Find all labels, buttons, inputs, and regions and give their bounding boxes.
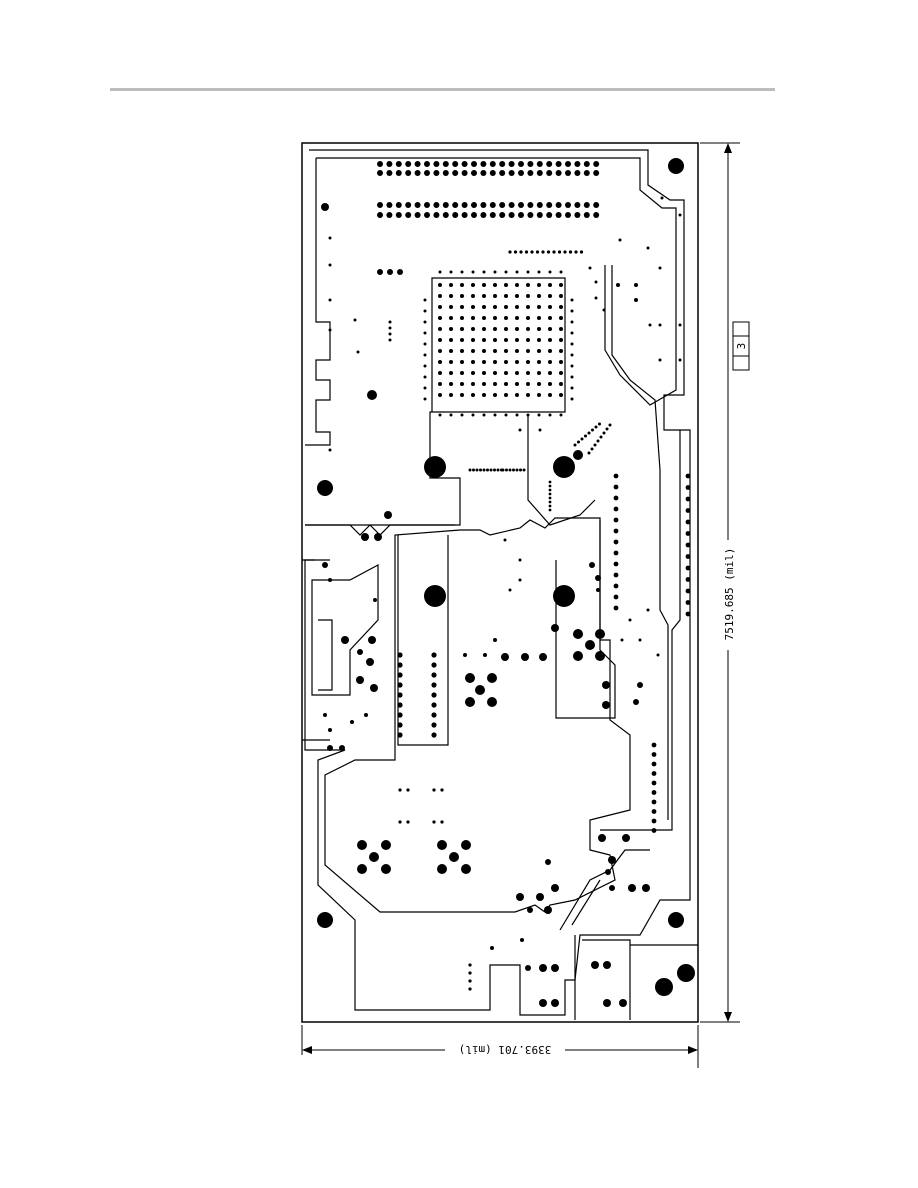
layer-marker-label: 3 bbox=[735, 343, 748, 350]
height-dimension-label: 7519.685 (mil) bbox=[723, 548, 736, 641]
width-dimension: 3393.701 (mil) bbox=[302, 1025, 698, 1068]
height-dimension: 7519.685 (mil) bbox=[700, 143, 740, 1022]
layer-marker: 3 bbox=[733, 322, 749, 370]
board-outline bbox=[302, 143, 698, 1022]
copper-region-outlines bbox=[302, 150, 698, 1020]
width-dimension-label: 3393.701 (mil) bbox=[459, 1043, 552, 1056]
via-field bbox=[321, 161, 690, 1007]
